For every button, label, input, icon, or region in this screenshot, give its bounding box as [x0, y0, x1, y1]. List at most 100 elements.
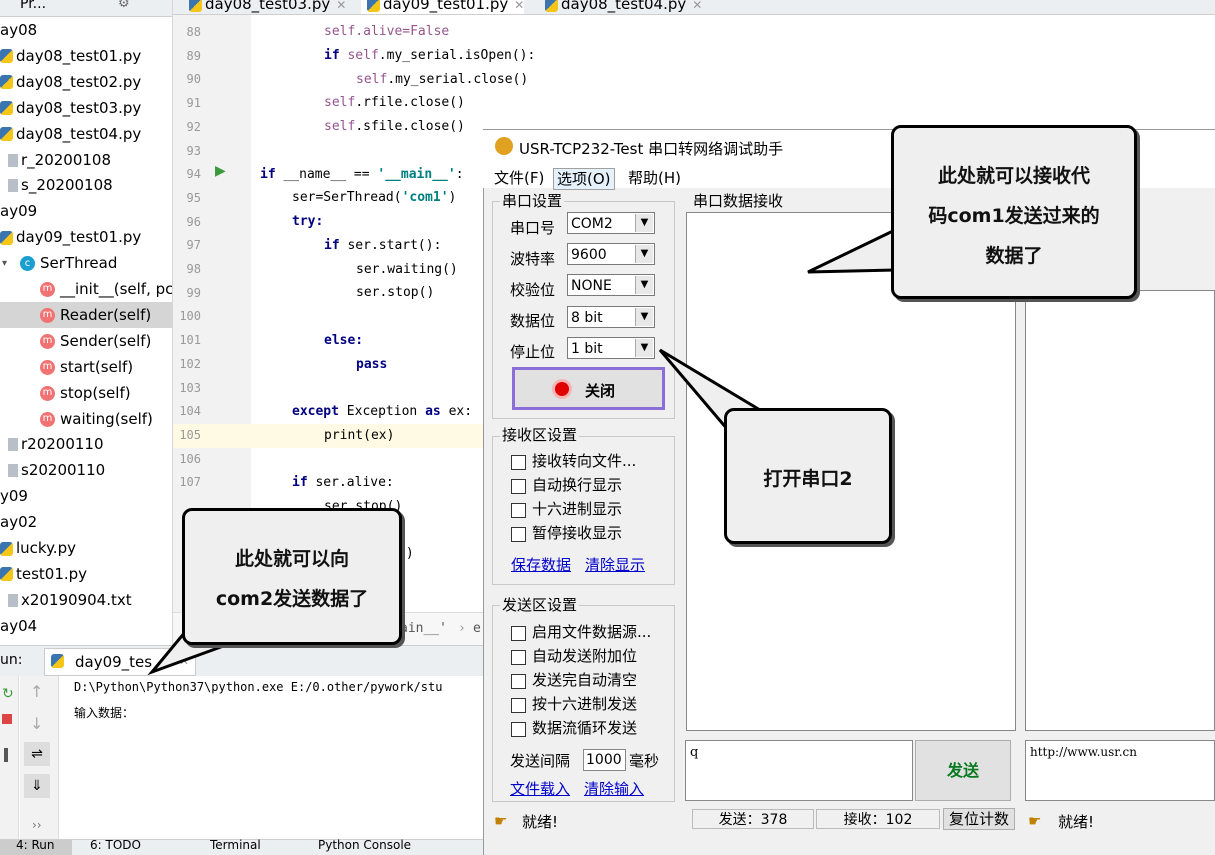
tree-item[interactable]: lucky.py	[0, 535, 172, 561]
run-console[interactable]	[0, 676, 490, 839]
port-select[interactable]: COM2▼	[567, 212, 655, 234]
line-number: 101	[179, 333, 201, 348]
reset-count-button[interactable]: 复位计数	[943, 808, 1015, 830]
menu-help[interactable]: 帮助(H)	[628, 169, 681, 187]
tree-item[interactable]: ay04	[0, 616, 38, 635]
tree-item[interactable]: day09_test01.py	[0, 224, 172, 250]
close-icon[interactable]: ✕	[336, 0, 347, 12]
tree-item[interactable]: x20190904.txt	[0, 587, 172, 613]
recv-to-file-checkbox[interactable]	[511, 455, 526, 470]
clear-input-link[interactable]: 清除输入	[584, 780, 645, 798]
line-number: 96	[186, 214, 201, 229]
tree-item[interactable]: day08_test04.py	[0, 121, 172, 147]
close-icon[interactable]: ✕	[514, 0, 525, 12]
code-line: ser.stop()	[356, 285, 435, 300]
tree-item[interactable]: s_20200108	[0, 172, 172, 198]
stopbits-select[interactable]: 1 bit▼	[567, 337, 655, 359]
auto-wrap-checkbox[interactable]	[511, 479, 526, 494]
pause-recv-checkbox[interactable]	[511, 527, 526, 542]
interval-input[interactable]: 1000	[583, 749, 626, 771]
send-settings-group	[492, 605, 675, 802]
gear-icon[interactable]: ⚙	[118, 0, 130, 11]
status-ready: 就绪!	[522, 813, 559, 831]
tree-item[interactable]: day08_test02.py	[0, 69, 172, 95]
method-icon: m	[40, 333, 55, 349]
chevron-down-icon: ▼	[635, 214, 653, 232]
save-data-link[interactable]: 保存数据	[511, 556, 572, 574]
tree-item[interactable]: ay08	[0, 21, 38, 39]
parity-select[interactable]: NONE▼	[567, 274, 655, 296]
text-file-icon	[8, 179, 18, 193]
tree-item[interactable]: y09	[0, 487, 28, 506]
more-icon[interactable]: ››	[32, 818, 42, 832]
arrow-down-icon[interactable]: ↓	[30, 714, 44, 733]
tool-tab-terminal[interactable]: Terminal	[210, 838, 261, 852]
baud-select[interactable]: 9600▼	[567, 243, 655, 265]
code-line: self.alive=False	[324, 24, 450, 39]
tool-tab-todo[interactable]: 6: TODO	[90, 838, 141, 852]
send-settings-title: 发送区设置	[500, 596, 580, 614]
send-input[interactable]: q	[685, 740, 913, 801]
tree-item[interactable]: ay09	[0, 202, 38, 221]
net-recv-area[interactable]	[1025, 290, 1215, 731]
tree-item[interactable]: r20200110	[0, 431, 172, 457]
tree-item[interactable]: test01.py	[0, 561, 172, 587]
project-panel-header: Pr... ⚙	[0, 0, 172, 17]
tree-item[interactable]: day08_test01.py	[0, 43, 172, 69]
arrow-up-icon[interactable]: ↑	[30, 682, 44, 701]
hand-icon: ☛	[1028, 812, 1042, 830]
stop-icon[interactable]	[2, 714, 12, 724]
net-send-input[interactable]: http://www.usr.cn	[1025, 740, 1215, 801]
code-line: except Exception as ex:	[292, 404, 473, 419]
tab-day08-test04[interactable]: day08_test04.py✕	[539, 0, 702, 14]
option-label: 发送完自动清空	[532, 671, 638, 689]
load-file-link[interactable]: 文件载入	[510, 780, 571, 798]
tree-item[interactable]: day08_test03.py	[0, 95, 172, 121]
hex-send-checkbox[interactable]	[511, 698, 526, 713]
hex-display-checkbox[interactable]	[511, 503, 526, 518]
line-number: 104	[179, 404, 201, 419]
append-bit-checkbox[interactable]	[511, 650, 526, 665]
pause-icon[interactable]	[4, 748, 8, 762]
option-label: 按十六进制发送	[532, 695, 638, 713]
tab-day08-test03[interactable]: day08_test03.py✕	[183, 0, 346, 14]
send-button[interactable]: 发送	[915, 740, 1011, 801]
clear-display-link[interactable]: 清除显示	[585, 556, 646, 574]
line-number: 95	[186, 190, 201, 205]
rerun-icon[interactable]: ↻	[2, 686, 14, 702]
scroll-to-end-icon[interactable]: ⇓	[24, 774, 50, 798]
tool-tab-python-console[interactable]: Python Console	[318, 838, 412, 852]
option-label: 自动换行显示	[532, 476, 623, 494]
receive-settings-group	[492, 436, 675, 585]
tool-tab-run[interactable]: 4: Run	[0, 838, 72, 855]
menu-options[interactable]: 选项(O)	[553, 168, 615, 190]
databits-select[interactable]: 8 bit▼	[567, 306, 655, 328]
tree-item[interactable]: ay02	[0, 513, 38, 532]
tree-item[interactable]: m__init__(self, pc	[0, 276, 172, 302]
menu-file[interactable]: 文件(F)	[494, 169, 545, 187]
auto-clear-checkbox[interactable]	[511, 674, 526, 689]
project-header-label[interactable]: Pr...	[20, 0, 47, 12]
python-file-icon	[0, 101, 13, 116]
soft-wrap-icon[interactable]: ⇌	[24, 742, 50, 766]
close-port-button[interactable]: 关闭	[512, 367, 665, 410]
current-line-highlight	[173, 424, 483, 448]
loop-send-checkbox[interactable]	[511, 722, 526, 737]
tab-day09-test01[interactable]: day09_test01.py✕	[361, 0, 525, 14]
code-line: print(ex)	[324, 428, 395, 443]
tree-item[interactable]: s20200110	[0, 457, 172, 483]
line-number: 91	[186, 96, 201, 111]
sent-count: 发送：378	[692, 809, 814, 829]
text-file-icon	[8, 593, 18, 607]
file-source-checkbox[interactable]	[511, 626, 526, 641]
close-icon[interactable]: ✕	[692, 0, 703, 12]
run-arrow-icon[interactable]: ▶	[215, 163, 226, 179]
python-file-icon	[0, 49, 13, 64]
tree-item[interactable]: r_20200108	[0, 147, 172, 173]
